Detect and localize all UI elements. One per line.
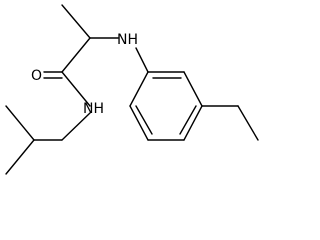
amide-nh-label: NH: [83, 101, 104, 117]
ring-bond-5: [129, 105, 149, 141]
ring-double-2: [179, 105, 197, 135]
bond-ch-methyl-down: [5, 139, 35, 175]
bond-nh-ring: [135, 47, 149, 73]
bond-ethyl-ch3: [237, 105, 259, 141]
bond-methyl-alpha: [61, 4, 91, 39]
molecule-diagram: NH O NH: [0, 0, 266, 180]
ring-bond-2: [183, 71, 203, 107]
bond-alpha-carbonyl: [61, 37, 91, 73]
amine-nh-label: NH: [117, 32, 138, 48]
background: [0, 0, 266, 180]
structure-canvas: NH O NH: [0, 0, 266, 180]
ring-bond-3: [183, 105, 203, 141]
bond-ch-methyl-up: [5, 105, 35, 141]
carbonyl-oxygen-label: O: [31, 68, 42, 84]
bond-carbonyl-amide-n: [61, 71, 91, 107]
ring-bond-6: [129, 71, 149, 107]
ring-double-3: [135, 105, 153, 135]
bond-amide-n-ch2: [61, 112, 91, 141]
